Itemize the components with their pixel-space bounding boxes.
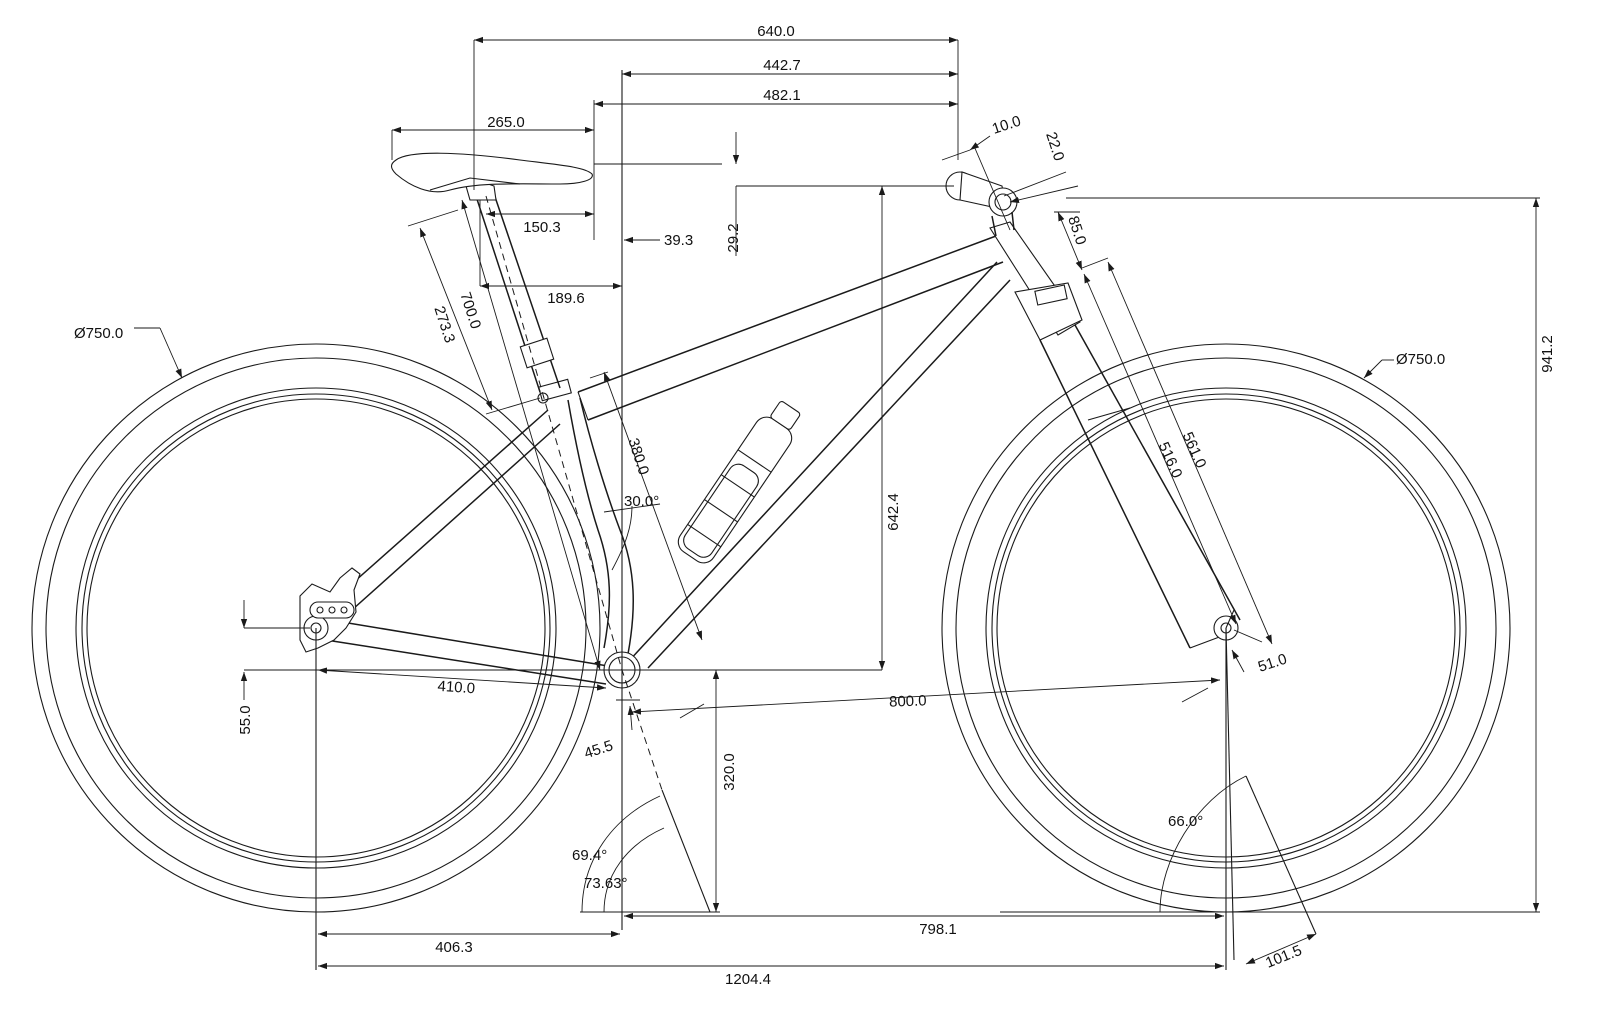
dim-label-380: 380.0	[624, 436, 652, 477]
water-bottle	[677, 401, 801, 564]
rear-derailleur	[299, 567, 361, 653]
dim-label-45: 45.5	[582, 737, 615, 762]
dim-label-85: 85.0	[1064, 214, 1089, 247]
dim-label-69: 69.4°	[572, 847, 607, 864]
dim-label-51: 51.0	[1256, 651, 1289, 676]
saddle	[390, 152, 593, 193]
dimension-labels: 640.0 442.7 482.1 265.0 150.3 39.3 189.6…	[74, 23, 1556, 988]
dim-label-150: 150.3	[523, 219, 561, 236]
dim-label-410: 410.0	[437, 678, 476, 698]
dim-label-73: 73.63°	[584, 875, 628, 892]
dim-label-941: 941.2	[1539, 335, 1556, 373]
dim-label-29: 29.2	[725, 223, 742, 252]
dim-label-189: 189.6	[547, 290, 585, 307]
dim-label-320: 320.0	[721, 753, 738, 791]
dim-label-482: 482.1	[763, 87, 801, 104]
dim-label-265: 265.0	[487, 114, 525, 131]
dim-label-442: 442.7	[763, 57, 801, 74]
dim-label-642: 642.4	[885, 493, 902, 531]
bike-frame	[319, 221, 1083, 685]
dim-label-800: 800.0	[889, 692, 927, 710]
dim-label-30: 30.0°	[624, 493, 659, 510]
dim-label-561: 561.0	[1179, 430, 1210, 471]
dim-label-wheel-front: Ø750.0	[1396, 351, 1445, 368]
dim-label-640: 640.0	[757, 23, 795, 40]
dim-label-55: 55.0	[237, 705, 254, 734]
stem-handlebar	[945, 171, 1018, 237]
dim-label-22: 22.0	[1042, 130, 1067, 163]
fork	[1039, 324, 1241, 649]
dim-label-406: 406.3	[435, 939, 473, 956]
dim-label-10: 10.0	[990, 113, 1023, 138]
dim-label-700: 700.0	[456, 290, 484, 331]
dim-label-101: 101.5	[1263, 942, 1304, 972]
dimension-lines	[134, 36, 1540, 970]
dim-label-1204: 1204.4	[725, 971, 771, 988]
dim-label-273: 273.3	[430, 304, 458, 345]
dim-label-39: 39.3	[664, 232, 693, 249]
dim-label-798: 798.1	[919, 921, 957, 938]
guide-lines	[315, 70, 1540, 970]
dim-label-wheel-rear: Ø750.0	[74, 325, 123, 342]
dim-label-66: 66.0°	[1168, 813, 1203, 830]
